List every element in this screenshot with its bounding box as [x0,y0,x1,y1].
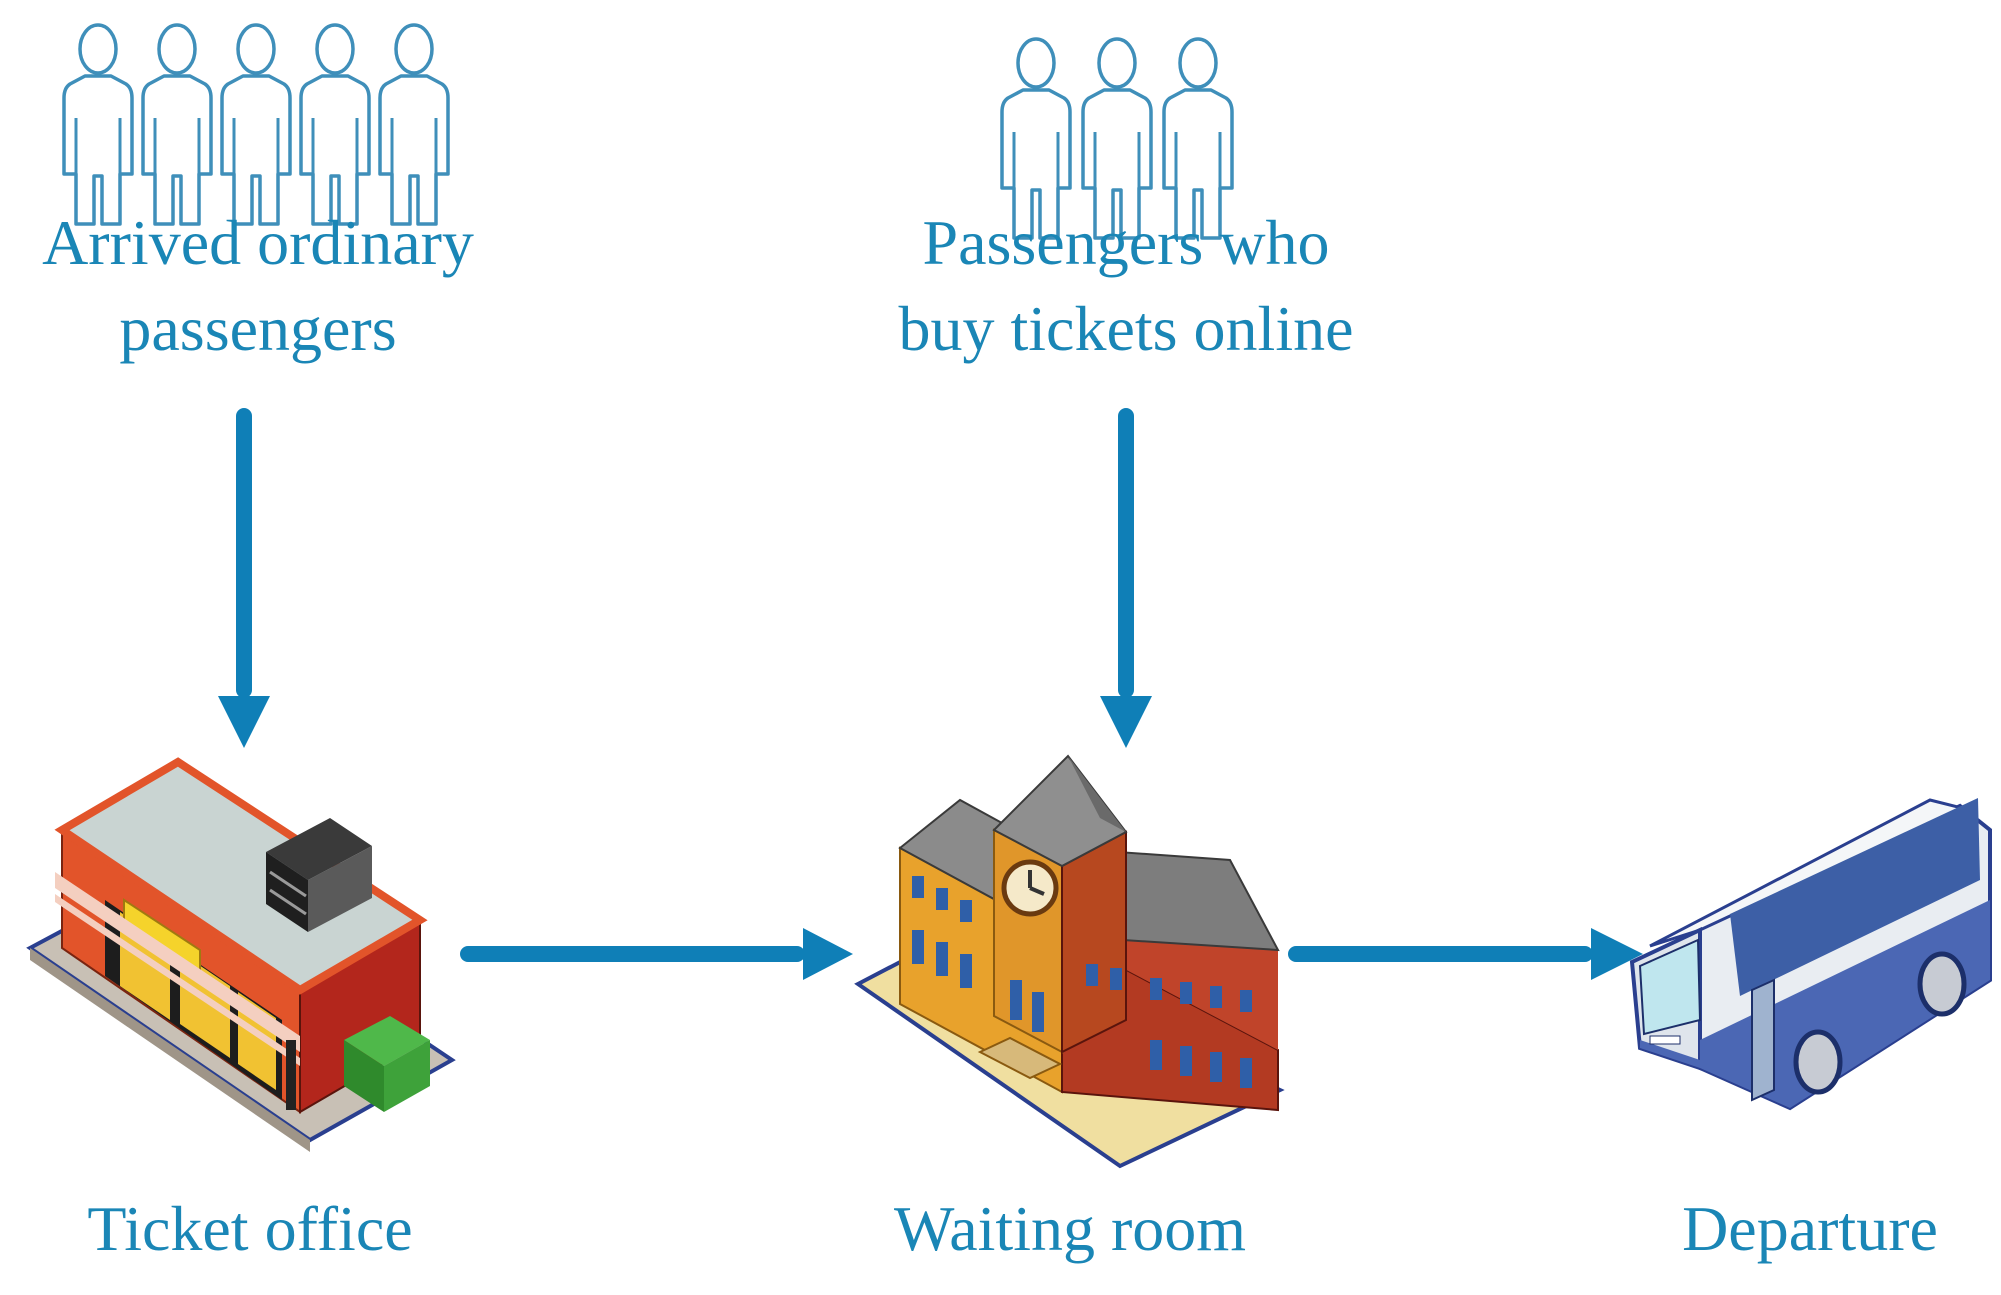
departure-label: Departure [1682,1193,1938,1264]
ordinary-passengers-label-line2: passengers [119,293,397,364]
arrow-online-to-waiting-room [1100,408,1152,748]
shop-building-icon [26,757,456,1152]
ordinary-passengers-label-line1: Arrived ordinary [42,207,474,278]
waiting-room-label: Waiting room [893,1193,1247,1264]
online-passengers-label-line1: Passengers who [922,207,1330,278]
ordinary-passengers-icon [62,23,450,226]
online-passengers-label-line2: buy tickets online [898,293,1354,364]
arrow-ordinary-to-ticket-office [218,408,270,748]
ticket-office-label: Ticket office [87,1193,413,1264]
ordinary-passengers-label: Arrived ordinary passengers [0,200,516,372]
online-passengers-label: Passengers who buy tickets online [860,200,1392,372]
clock-tower-building-icon [854,754,1285,1169]
arrow-waiting-room-to-departure [1288,928,1643,980]
arrow-ticket-office-to-waiting-room [460,928,853,980]
bus-icon [1629,798,1992,1111]
